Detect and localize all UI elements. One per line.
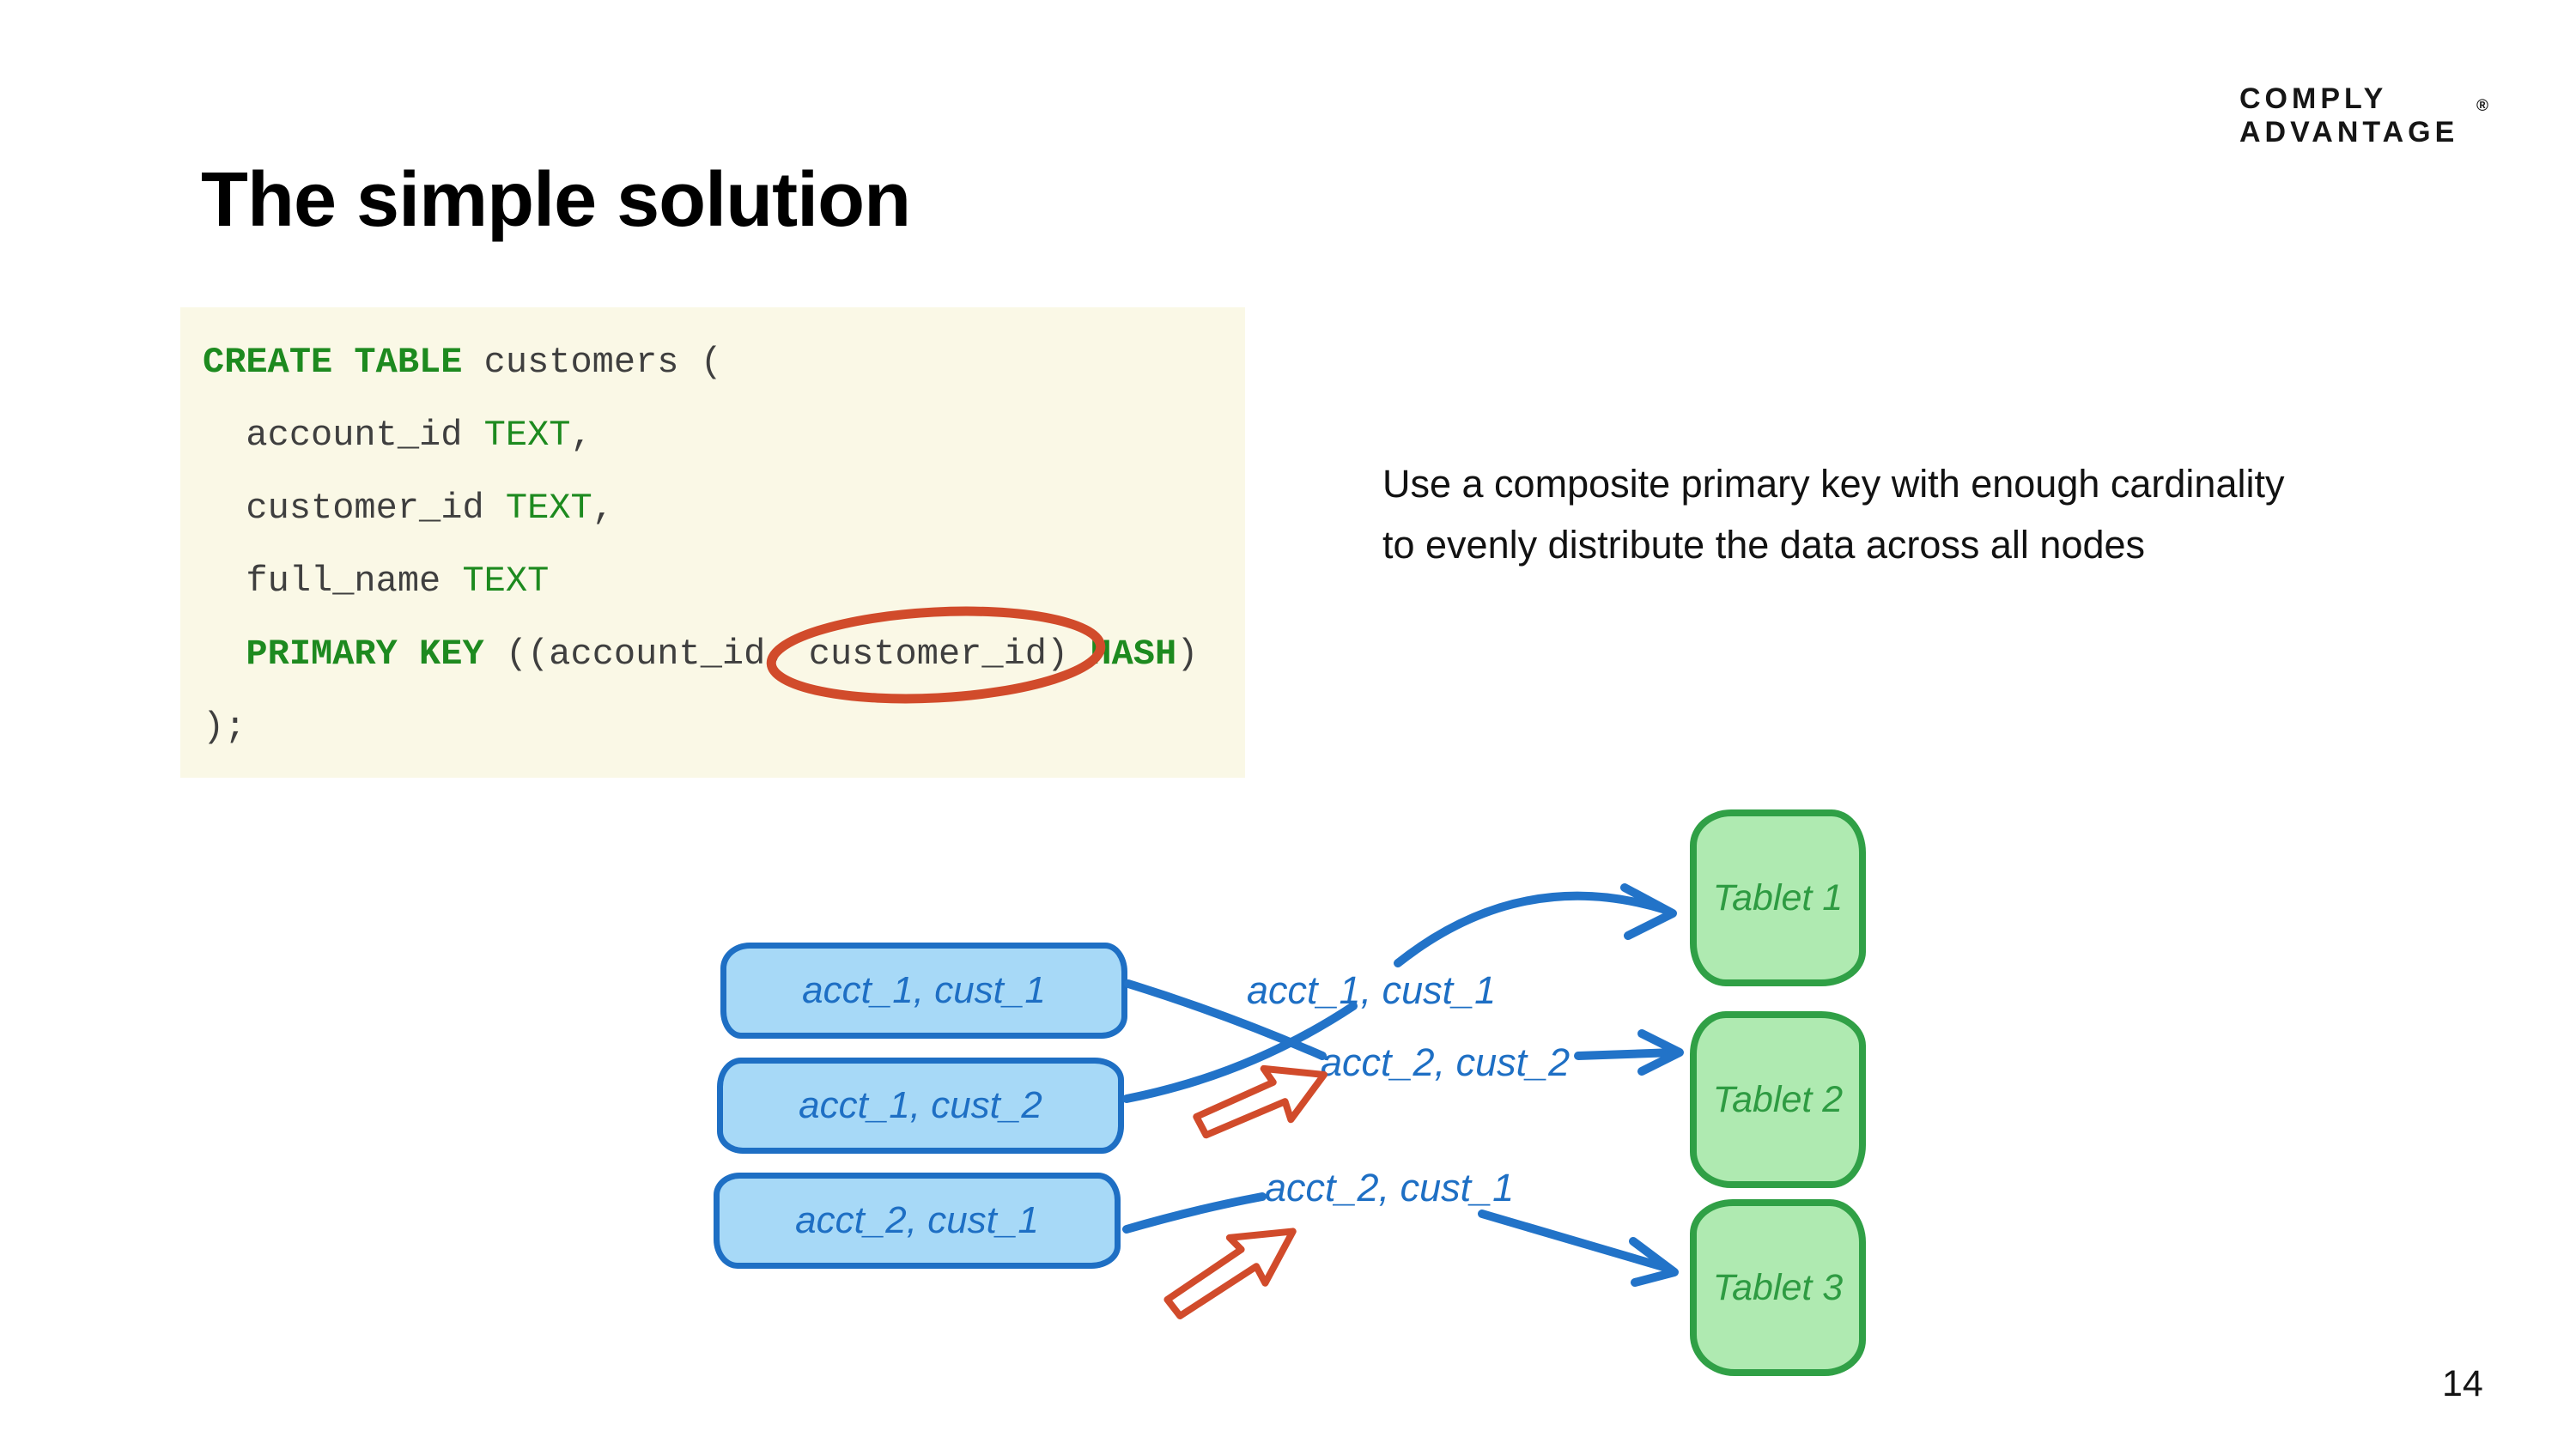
- line-box2-to-hash1: [1122, 1002, 1358, 1103]
- logo-line-2: ADVANTAGE: [2239, 116, 2459, 149]
- registered-trademark-icon: ®: [2476, 97, 2488, 115]
- code-keyword: CREATE TABLE: [203, 342, 463, 383]
- note-line-1: Use a composite primary key with enough …: [1382, 462, 2285, 506]
- code-line: account_id TEXT,: [203, 399, 1245, 472]
- row-box-acct1-cust2: acct_1, cust_2: [717, 1058, 1124, 1154]
- code-line: CREATE TABLE customers (: [203, 326, 1245, 399]
- code-keyword: HASH: [1090, 634, 1177, 675]
- line-box3-to-hash3: [1122, 1192, 1267, 1234]
- code-line: full_name TEXT: [203, 545, 1245, 618]
- tablet-2-box: Tablet 2: [1690, 1011, 1866, 1188]
- code-text: customers (: [462, 342, 722, 383]
- row-box-label: acct_2, cust_1: [795, 1199, 1039, 1241]
- row-box-label: acct_1, cust_2: [799, 1084, 1042, 1126]
- tablet-1-box: Tablet 1: [1690, 809, 1866, 986]
- code-type: TEXT: [483, 415, 571, 456]
- row-box-acct1-cust1: acct_1, cust_1: [720, 943, 1127, 1039]
- code-text: customer_id: [203, 488, 506, 529]
- company-logo: COMPLY ADVANTAGE ®: [2239, 82, 2488, 149]
- arrow-to-tablet-3: [1478, 1210, 1679, 1287]
- hash-label-1: acct_1, cust_1: [1247, 968, 1497, 1012]
- row-box-label: acct_1, cust_1: [802, 969, 1046, 1011]
- page-title: The simple solution: [201, 157, 911, 243]
- code-line: customer_id TEXT,: [203, 472, 1245, 545]
- tablet-label: Tablet 3: [1712, 1266, 1844, 1308]
- code-line: );: [203, 691, 1245, 764]
- code-block: CREATE TABLE customers ( account_id TEXT…: [180, 307, 1245, 778]
- tablet-label: Tablet 2: [1712, 1078, 1844, 1120]
- hash-label-2: acct_2, cust_2: [1321, 1040, 1571, 1084]
- code-type: TEXT: [462, 561, 550, 602]
- tablet-label: Tablet 1: [1712, 876, 1844, 919]
- code-type: TEXT: [505, 488, 592, 529]
- code-text: ((account_id, customer_id): [483, 634, 1091, 675]
- code-text: [203, 634, 246, 675]
- code-text: ): [1176, 634, 1199, 675]
- arrow-to-tablet-1: [1394, 883, 1677, 967]
- tablet-3-box: Tablet 3: [1690, 1199, 1866, 1376]
- logo-line-1: COMPLY: [2239, 82, 2388, 115]
- code-text: full_name: [203, 561, 463, 602]
- note-line-2: to evenly distribute the data across all…: [1382, 523, 2146, 567]
- code-text: account_id: [203, 415, 484, 456]
- red-arrow-1: [1193, 1064, 1327, 1139]
- code-text: ,: [592, 488, 614, 529]
- code-keyword: PRIMARY KEY: [246, 634, 484, 675]
- red-arrow-2: [1163, 1228, 1297, 1319]
- note-text: Use a composite primary key with enough …: [1382, 453, 2490, 575]
- code-text: ,: [570, 415, 592, 456]
- page-number: 14: [2442, 1363, 2483, 1404]
- hash-label-3: acct_2, cust_1: [1265, 1166, 1515, 1210]
- code-line: PRIMARY KEY ((account_id, customer_id) H…: [203, 618, 1245, 691]
- code-text: );: [203, 706, 246, 748]
- row-box-acct2-cust1: acct_2, cust_1: [714, 1173, 1121, 1269]
- arrow-to-tablet-2: [1574, 1029, 1684, 1076]
